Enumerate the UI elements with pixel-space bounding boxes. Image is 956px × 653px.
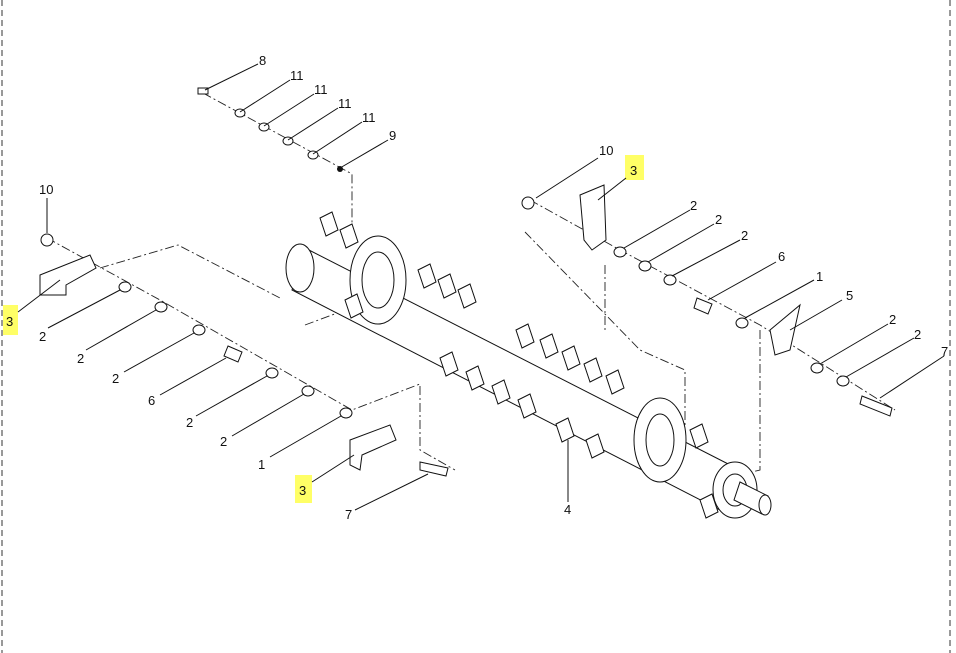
callout-8-top: 8 xyxy=(259,53,266,68)
callout-5: 5 xyxy=(846,288,853,303)
callout-2-r3: 2 xyxy=(741,228,748,243)
callout-10-right: 10 xyxy=(599,143,613,158)
leader-lines xyxy=(17,63,945,511)
callout-2-l4: 2 xyxy=(186,415,193,430)
highlight-3-left xyxy=(3,305,18,335)
callout-3-right: 3 xyxy=(630,163,637,178)
callout-2-r4: 2 xyxy=(889,312,896,327)
callout-2-l5: 2 xyxy=(220,434,227,449)
callout-2-l1: 2 xyxy=(39,329,46,344)
highlight-3-right xyxy=(625,155,644,180)
rotor-shaft xyxy=(285,211,772,519)
callout-11-c: 11 xyxy=(338,96,352,111)
callout-labels: 8 11 11 11 11 9 10 3 2 2 2 6 2 2 1 3 7 4… xyxy=(6,53,948,522)
callout-7-right: 7 xyxy=(941,344,948,359)
callout-4: 4 xyxy=(564,502,571,517)
callout-6-left: 6 xyxy=(148,393,155,408)
callout-3-left: 3 xyxy=(6,314,13,329)
callout-7-bottom: 7 xyxy=(345,507,352,522)
assembly-centerlines xyxy=(46,92,896,481)
callout-1-left: 1 xyxy=(258,457,265,472)
callout-3-bottom: 3 xyxy=(299,483,306,498)
callout-2-r2: 2 xyxy=(715,212,722,227)
callout-2-r5: 2 xyxy=(914,327,921,342)
callout-11-a: 11 xyxy=(290,68,304,83)
callout-6-right: 6 xyxy=(778,249,785,264)
highlight-3-bottom xyxy=(295,475,312,503)
right-hardware xyxy=(521,184,893,417)
callout-2-r1: 2 xyxy=(690,198,697,213)
callout-11-d: 11 xyxy=(362,110,376,125)
callout-1-right: 1 xyxy=(816,269,823,284)
callout-9-top: 9 xyxy=(389,128,396,143)
callout-10-left: 10 xyxy=(39,182,53,197)
top-hardware xyxy=(197,87,343,172)
callout-2-l2: 2 xyxy=(77,351,84,366)
callout-2-l3: 2 xyxy=(112,371,119,386)
callout-11-b: 11 xyxy=(314,82,328,97)
